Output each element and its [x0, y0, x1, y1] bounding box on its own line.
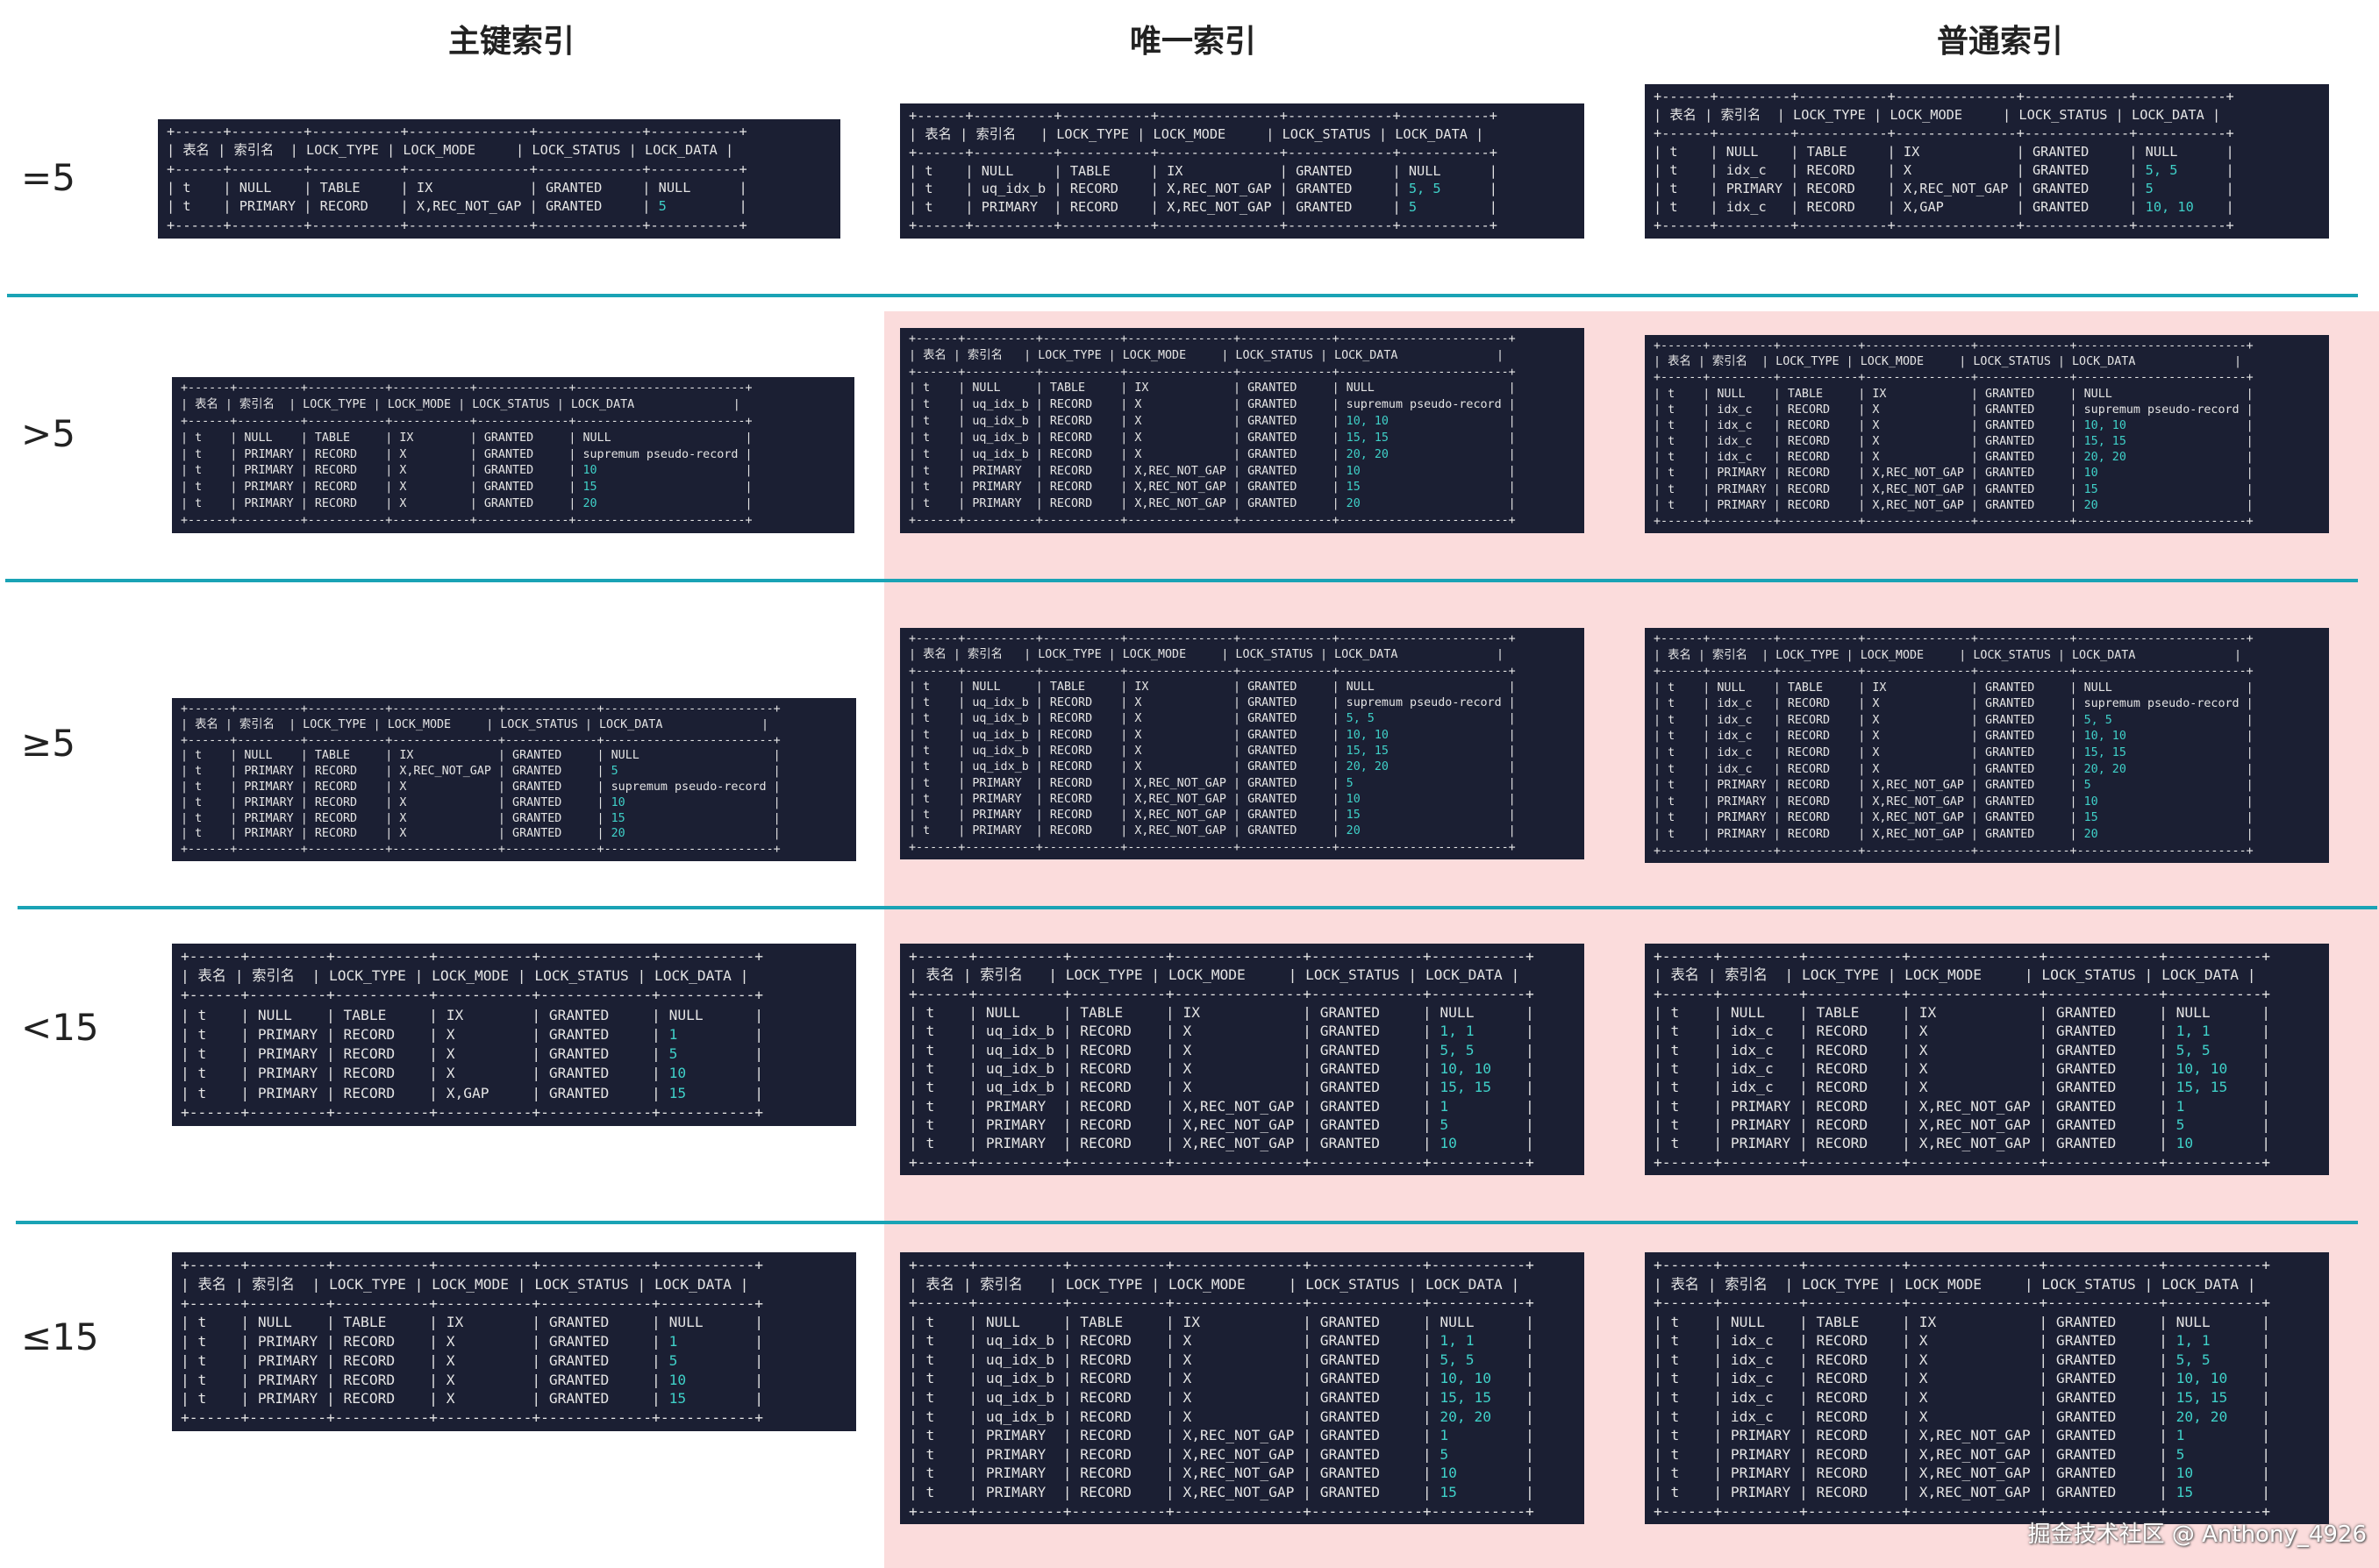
lock-table: +------+----------+-----------+---------…	[900, 1252, 1584, 1524]
row-label-eq5: =5	[21, 156, 75, 199]
lock-table: +------+----------+-----------+---------…	[900, 628, 1584, 859]
row-label-lt15: <15	[21, 1006, 99, 1049]
lock-table-text: +------+---------+-----------+----------…	[181, 1257, 763, 1427]
row-divider	[16, 1221, 2358, 1224]
lock-table-text: +------+---------+-----------+----------…	[167, 124, 747, 233]
lock-table: +------+---------+-----------+----------…	[172, 944, 856, 1126]
column-header-primary: 主键索引	[447, 24, 575, 60]
lock-table: +------+----------+-----------+---------…	[900, 944, 1584, 1175]
row-divider	[18, 906, 2377, 909]
lock-table-text: +------+---------+-----------+----------…	[1654, 1257, 2271, 1520]
row-divider	[5, 579, 2358, 582]
lock-table-text: +------+----------+-----------+---------…	[909, 948, 1534, 1171]
row-label-gt5: >5	[21, 412, 75, 455]
lock-table-text: +------+----------+-----------+---------…	[909, 332, 1516, 528]
lock-table: +------+---------+-----------+----------…	[172, 1252, 856, 1431]
lock-table: +------+---------+-----------+----------…	[1645, 1252, 2329, 1524]
row-divider	[7, 294, 2358, 297]
watermark: 掘金技术社区 @ Anthony_4926	[2027, 1522, 2367, 1548]
lock-table-text: +------+---------+-----------+----------…	[1654, 948, 2271, 1171]
lock-table-text: +------+----------+-----------+---------…	[909, 108, 1497, 234]
lock-table: +------+---------+-----------+----------…	[1645, 944, 2329, 1175]
lock-table: +------+---------+-----------+----------…	[1645, 84, 2329, 239]
lock-table: +------+---------+-----------+----------…	[158, 119, 840, 239]
lock-table-text: +------+---------+-----------+----------…	[1654, 89, 2234, 233]
row-label-le15: ≤15	[21, 1315, 99, 1358]
lock-table: +------+----------+-----------+---------…	[900, 103, 1584, 239]
lock-table: +------+---------+-----------+----------…	[1645, 335, 2329, 533]
lock-table-text: +------+---------+-----------+----------…	[181, 948, 763, 1121]
lock-table-text: +------+---------+-----------+----------…	[181, 702, 781, 857]
lock-table-text: +------+----------+-----------+---------…	[909, 1257, 1534, 1520]
lock-table: +------+---------+-----------+----------…	[172, 698, 856, 861]
lock-table: +------+---------+-----------+----------…	[172, 377, 854, 533]
lock-table-text: +------+---------+-----------+----------…	[181, 381, 753, 528]
lock-table-text: +------+---------+-----------+----------…	[1654, 339, 2254, 528]
row-label-ge5: ≥5	[21, 722, 75, 765]
column-header-normal: 普通索引	[1936, 24, 2063, 60]
column-header-unique: 唯一索引	[1129, 24, 1256, 60]
lock-table: +------+---------+-----------+----------…	[1645, 628, 2329, 863]
lock-table-text: +------+---------+-----------+----------…	[1654, 632, 2254, 858]
lock-table: +------+----------+-----------+---------…	[900, 328, 1584, 533]
lock-table-text: +------+----------+-----------+---------…	[909, 632, 1516, 854]
